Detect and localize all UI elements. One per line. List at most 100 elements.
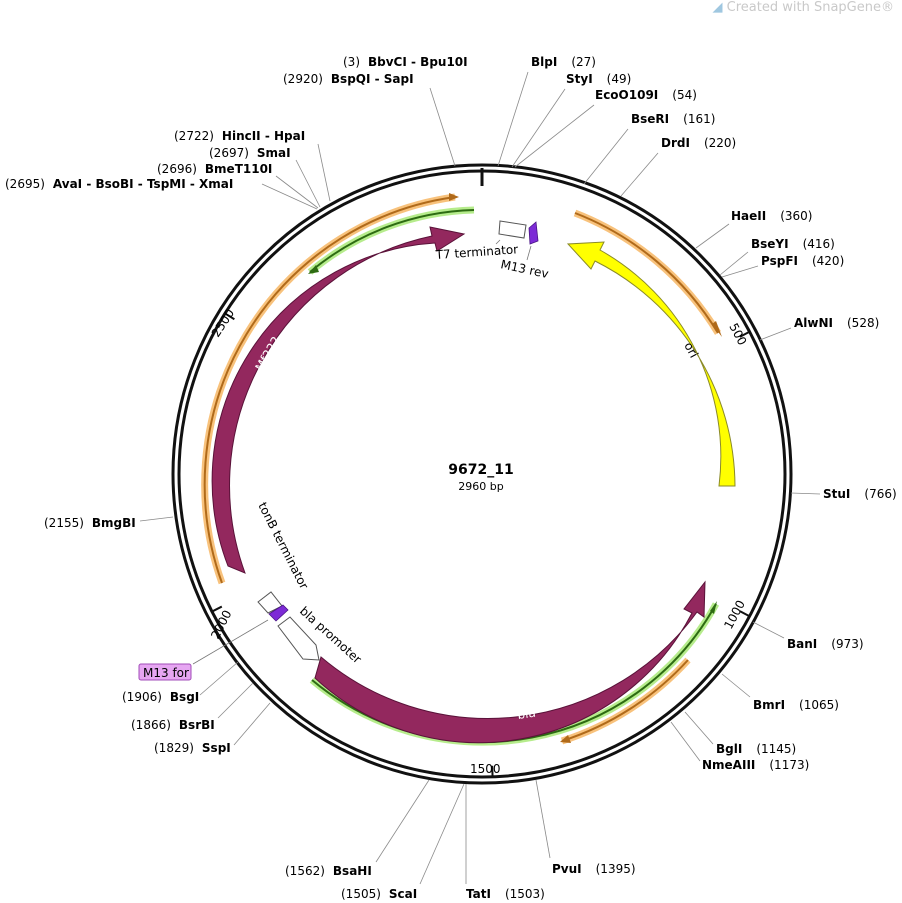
site-bsgi[interactable]: (1906)BsgI xyxy=(122,690,199,704)
feature-m13-for[interactable]: M13 for xyxy=(138,604,289,681)
site-bsrbi[interactable]: (1866)BsrBI xyxy=(131,718,215,732)
t7-terminator-leader xyxy=(495,239,501,245)
site-pspfi[interactable]: PspFI(420) xyxy=(761,254,844,268)
site-leader-bmgbi xyxy=(139,516,174,522)
orf-arc-left-head xyxy=(449,193,459,201)
plasmid-name: 9672_11 xyxy=(448,462,513,478)
site-leader-drdi xyxy=(620,152,659,197)
orf-arc-left-core xyxy=(203,196,456,584)
orf-arc-upper-right-core xyxy=(574,212,719,334)
m13-for-leader xyxy=(192,619,269,665)
site-leader-bsgi xyxy=(199,661,239,696)
ori-arrow xyxy=(566,241,736,487)
site-leader-smai xyxy=(295,159,321,208)
site-leader-pspfi xyxy=(721,265,759,278)
ruler-tick-2500 xyxy=(224,312,235,321)
site-leader-alwni xyxy=(759,327,792,341)
m13-rev-arrow xyxy=(528,221,539,245)
m13-for-box xyxy=(138,663,192,681)
site-bsahi[interactable]: (1562)BsaHI xyxy=(285,864,372,878)
orf-arc-green-upper-core xyxy=(309,209,475,273)
site-avai-bsobi-tspmi-xmai[interactable]: (2695)AvaI - BsoBI - TspMI - XmaI xyxy=(5,177,233,191)
site-bmet110i[interactable]: (2696)BmeT110I xyxy=(157,162,272,176)
orf-arc-lower-right-head xyxy=(560,735,571,743)
site-bmgbi[interactable]: (2155)BmgBI xyxy=(44,516,136,530)
site-bgli[interactable]: BglI(1145) xyxy=(716,742,796,756)
feature-t7-terminator[interactable]: T7 terminator xyxy=(434,220,527,262)
site-leader-pvui xyxy=(535,779,551,859)
orf-arc-green-upper-head xyxy=(308,265,319,274)
site-alwni[interactable]: AlwNI(528) xyxy=(794,316,879,330)
site-nmeaiii[interactable]: NmeAIII(1173) xyxy=(702,758,809,772)
t7-terminator-box xyxy=(498,220,527,239)
ruler-tick-2000 xyxy=(211,605,223,613)
site-hincii-hpai[interactable]: (2722)HincII - HpaI xyxy=(174,129,305,143)
site-leader-bmet110i xyxy=(275,175,319,209)
tonb-terminator-label: tonB terminator xyxy=(255,500,311,591)
m13-for-arrow xyxy=(268,604,289,622)
feature-bla[interactable]: bla xyxy=(314,580,706,744)
bla-arrow xyxy=(314,580,706,744)
site-leader-bani xyxy=(752,621,785,639)
site-pvui[interactable]: PvuI(1395) xyxy=(552,862,636,876)
site-smai[interactable]: (2697)SmaI xyxy=(209,146,291,160)
site-leader-bgli xyxy=(684,711,714,745)
site-sspi[interactable]: (1829)SspI xyxy=(154,741,231,755)
ruler-tick-500 xyxy=(739,330,751,338)
site-leader-bseyi xyxy=(719,251,749,276)
site-leader-haeii xyxy=(695,223,730,249)
site-bani[interactable]: BanI(973) xyxy=(787,637,864,651)
bla-label: bla xyxy=(516,706,536,722)
site-leader-bmri xyxy=(721,673,751,698)
site-leader-nmeaiii xyxy=(670,721,701,762)
site-stui[interactable]: StuI(766) xyxy=(823,487,897,501)
orf-arc-upper-right xyxy=(573,209,721,335)
ruler-label-1500: 1500 xyxy=(470,762,501,776)
site-leader-bsrbi xyxy=(217,682,254,719)
site-blpi[interactable]: BlpI(27) xyxy=(531,55,596,69)
site-drdi[interactable]: DrdI(220) xyxy=(661,136,736,150)
site-leader-hincii-hpai xyxy=(317,143,331,202)
site-styi[interactable]: StyI(49) xyxy=(566,72,631,86)
site-leader-bbvci-bpu10i xyxy=(429,87,456,167)
snapgene-logo-icon: ◢ xyxy=(712,0,727,15)
watermark-prefix: Created with xyxy=(726,0,814,15)
site-leader-stui xyxy=(790,492,821,495)
m13-rev-leader xyxy=(526,245,532,261)
site-scai[interactable]: (1505)ScaI xyxy=(341,887,417,901)
site-haeii[interactable]: HaeII(360) xyxy=(731,209,813,223)
m13-for-label: M13 for xyxy=(143,666,189,680)
orf-arc-upper-right-head xyxy=(712,321,722,337)
site-leader-bsahi xyxy=(375,779,430,863)
backbone-outer xyxy=(171,163,793,785)
site-leader-bseri xyxy=(583,128,629,185)
site-bspqi-sapi[interactable]: (2920)BspQI - SapI xyxy=(283,72,414,86)
site-leader-scai xyxy=(419,783,465,885)
m13-rev-label: M13 rev xyxy=(499,257,549,281)
mrr222-arrow xyxy=(211,226,466,574)
orf-arc-green-lower-head xyxy=(710,601,717,614)
ori-label: ori xyxy=(681,340,701,360)
t7-terminator-label: T7 terminator xyxy=(434,242,518,262)
site-leaders xyxy=(139,71,821,885)
site-leader-styi xyxy=(511,88,566,168)
site-leader-sspi xyxy=(233,702,271,746)
site-leader-blpi xyxy=(497,71,529,167)
site-labels: (3)BbvCI - Bpu10I (2920)BspQI - SapI BlpI(… xyxy=(5,55,897,901)
site-bmri[interactable]: BmrI(1065) xyxy=(753,698,839,712)
watermark-brand: SnapGene® xyxy=(813,0,894,15)
site-tati[interactable]: TatI(1503) xyxy=(466,887,545,901)
site-bbvci-bpu10i[interactable]: (3)BbvCI - Bpu10I xyxy=(343,55,468,69)
site-ecoo109i[interactable]: EcoO109I(54) xyxy=(595,88,697,102)
site-leader-ecoo109i xyxy=(514,104,595,168)
feature-ori[interactable]: ori xyxy=(566,241,736,487)
ruler-tick-1000 xyxy=(739,610,751,618)
feature-tonb-terminator[interactable]: tonB terminator xyxy=(255,500,311,614)
orf-arc-lower-right-core xyxy=(561,659,689,742)
snapgene-watermark: ◢ Created with SnapGene® xyxy=(713,0,894,15)
site-leader-avai-bsobi-tspmi-xmai xyxy=(261,183,318,210)
site-bseyi[interactable]: BseYI(416) xyxy=(751,237,835,251)
bla-promoter-arrow xyxy=(277,616,320,661)
site-bseri[interactable]: BseRI(161) xyxy=(631,112,715,126)
